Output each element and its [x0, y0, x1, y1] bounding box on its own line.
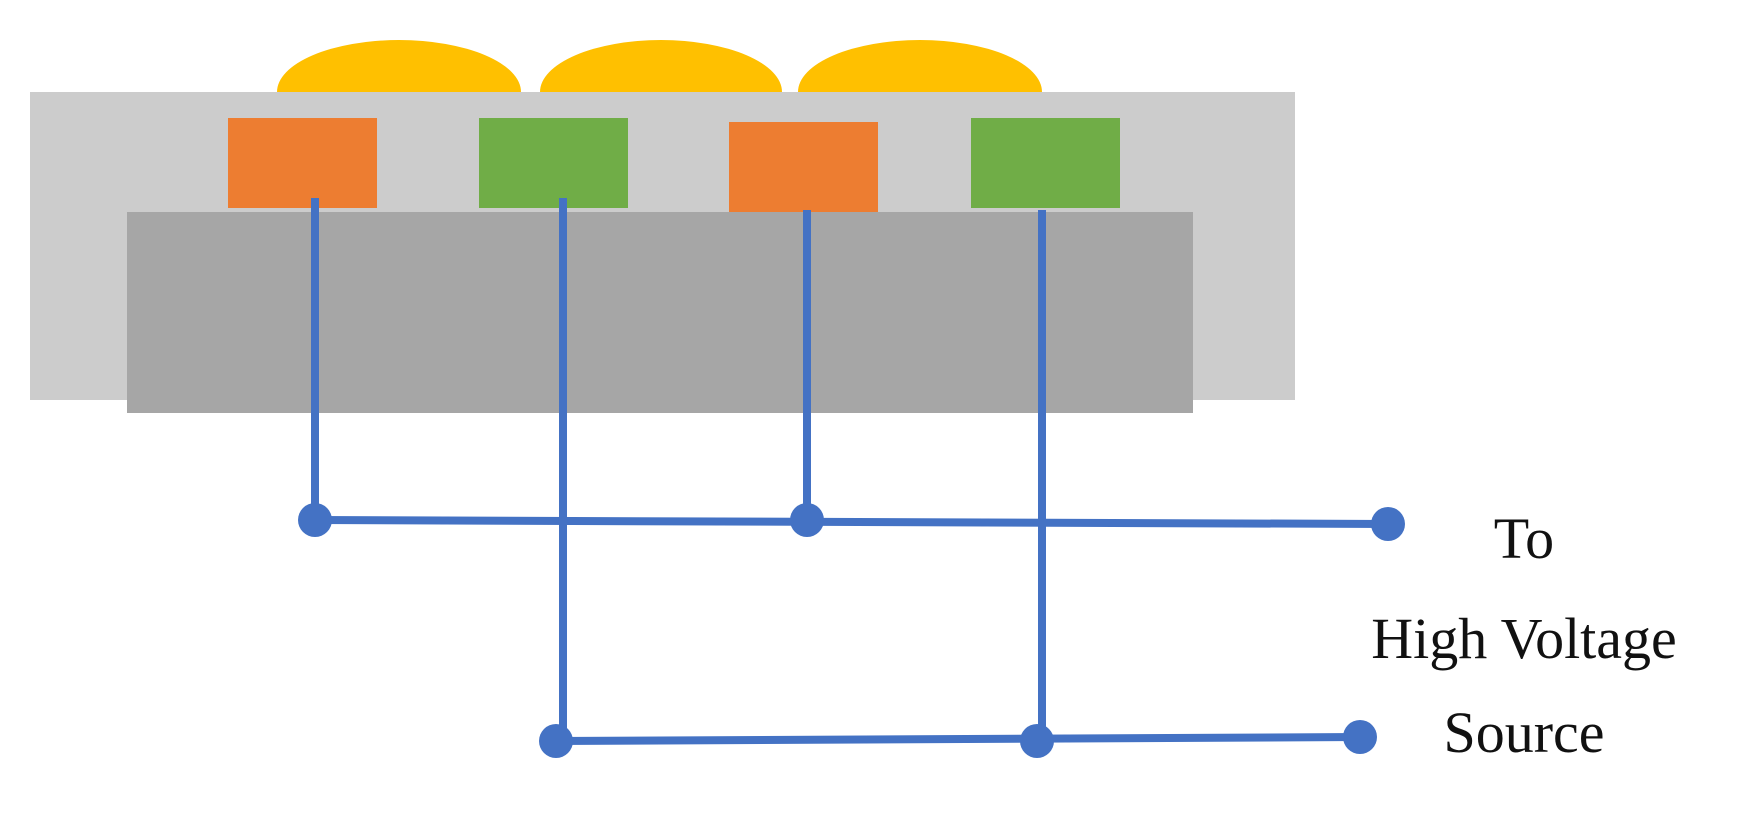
junction-upper-2 — [790, 503, 824, 537]
junction-upper-1 — [298, 503, 332, 537]
inner-substrate — [127, 212, 1193, 413]
junction-lower-1 — [539, 724, 573, 758]
bus-upper — [314, 516, 1389, 528]
bus-lower — [555, 733, 1361, 745]
label-line-2: High Voltage — [1371, 606, 1677, 671]
electrode-green-2 — [971, 118, 1120, 208]
electrode-orange-1 — [228, 118, 377, 208]
electrode-orange-2 — [729, 122, 878, 212]
junction-lower-2 — [1020, 724, 1054, 758]
terminal-upper — [1371, 507, 1405, 541]
label-line-3: Source — [1443, 700, 1604, 765]
terminal-lower — [1343, 720, 1377, 754]
label-line-1: To — [1494, 506, 1554, 571]
junctions — [298, 503, 1405, 758]
electrode-green-1 — [479, 118, 628, 208]
wiring — [311, 198, 1389, 745]
